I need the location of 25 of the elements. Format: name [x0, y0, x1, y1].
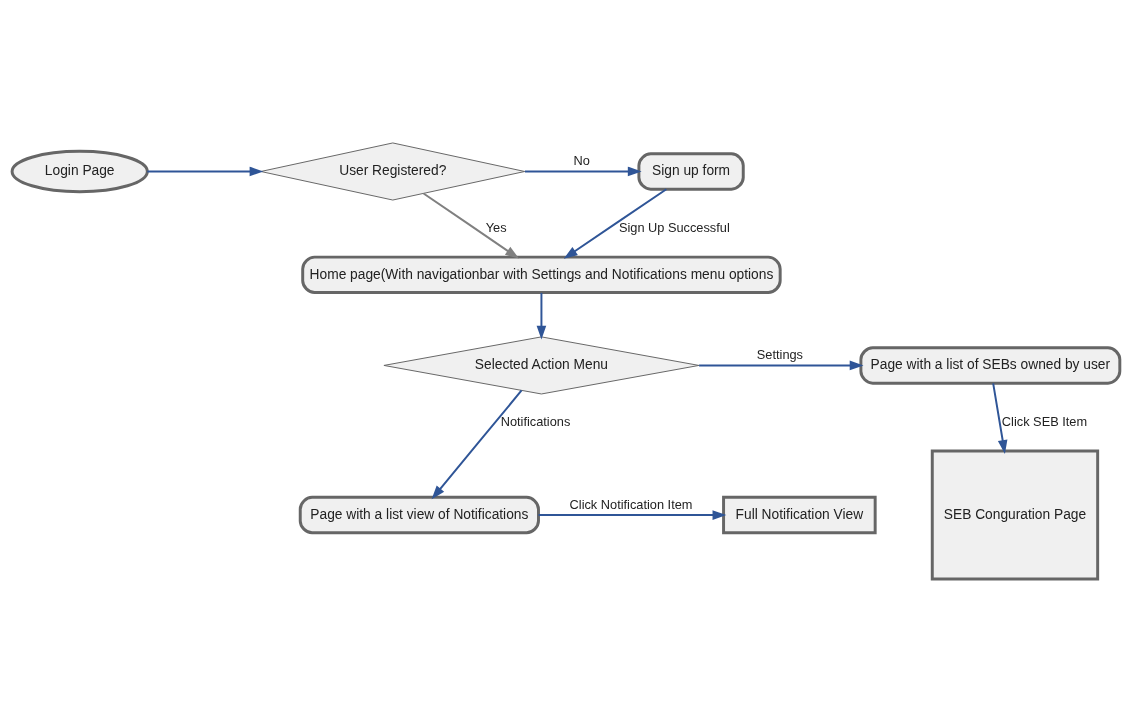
edge-label: No [573, 152, 590, 168]
arrow [992, 382, 1008, 454]
node-box: Home page(With navigationbar with Settings and Notifications menu options [301, 255, 782, 295]
arrow [536, 291, 547, 340]
edge-label: Yes [485, 219, 507, 235]
node-box: Full Notification View [722, 495, 877, 535]
node-diamond: Selected Action Menu [383, 336, 700, 395]
arrow [698, 360, 864, 371]
node-box: SEB Conguration Page [930, 449, 1100, 581]
node-box: Page with a list view of Notifications [298, 495, 540, 535]
node-box: Sign up form [637, 152, 745, 191]
node-diamond: User Registered? [260, 142, 526, 201]
edge-label: Sign Up Successful [618, 219, 730, 235]
arrow [563, 188, 668, 259]
arrow [146, 166, 264, 177]
edge-label: Notifications [500, 413, 571, 429]
arrow [431, 389, 523, 500]
edge-label: Click Notification Item [569, 496, 693, 512]
arrow [537, 510, 727, 520]
arrow [422, 192, 520, 259]
arrow [523, 166, 642, 177]
node-box: Page with a list of SEBs owned by user [859, 346, 1122, 385]
edge-label: Click SEB Item [1001, 413, 1088, 429]
edge-label: Settings [756, 346, 804, 362]
node-ellipse: Login Page [10, 149, 149, 194]
